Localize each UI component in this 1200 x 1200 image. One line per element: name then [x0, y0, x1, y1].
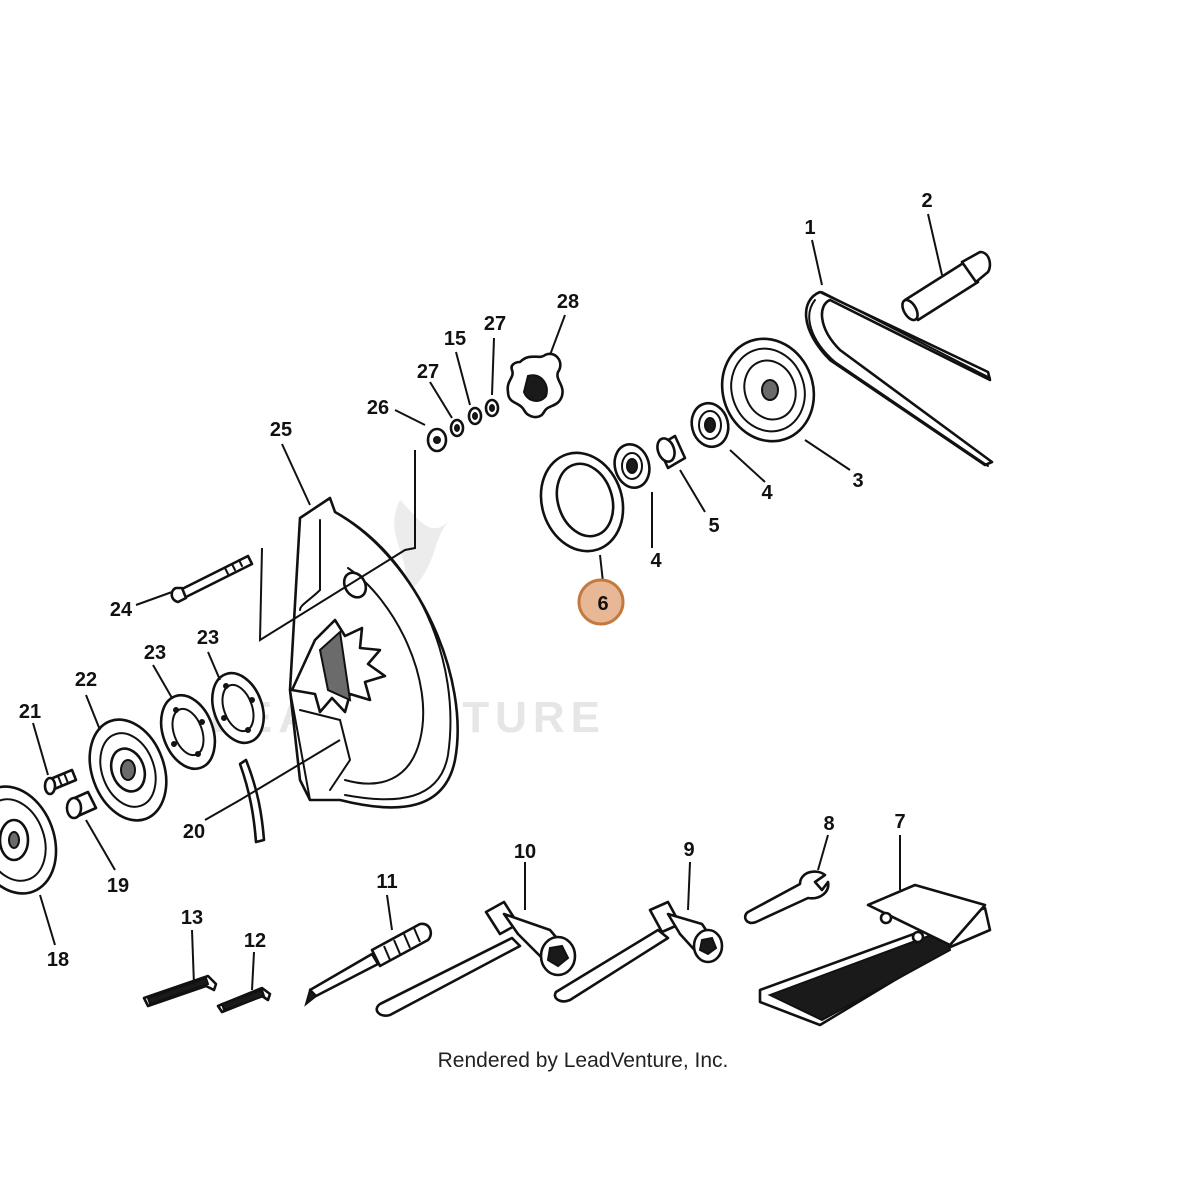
part-hex-key-13[interactable]: [142, 974, 218, 1008]
callout-labels: 1 2 3 4 4 5 6 7 8 9 10 11 12 13 15 18 19…: [19, 190, 933, 971]
callout-1[interactable]: 1: [804, 217, 815, 239]
part-screwdriver[interactable]: [304, 922, 433, 1007]
callout-26[interactable]: 26: [367, 397, 389, 419]
callout-8[interactable]: 8: [823, 813, 834, 835]
callout-5[interactable]: 5: [708, 515, 719, 537]
leader-lines: [32, 213, 943, 991]
part-gasket-left[interactable]: [152, 688, 225, 777]
callout-4-left[interactable]: 4: [650, 550, 662, 572]
callout-28[interactable]: 28: [557, 291, 579, 313]
callout-9[interactable]: 9: [683, 839, 694, 861]
part-pulley-large[interactable]: [708, 326, 828, 455]
callout-20[interactable]: 20: [183, 821, 205, 843]
part-curved-strip[interactable]: [238, 758, 266, 844]
part-belt[interactable]: [804, 290, 994, 467]
callout-18[interactable]: 18: [47, 949, 69, 971]
part-hex-key-12[interactable]: [216, 986, 272, 1014]
part-pulley-small[interactable]: [0, 775, 70, 906]
footer-credit: Rendered by LeadVenture, Inc.: [438, 1049, 729, 1072]
callout-6[interactable]: 6: [597, 593, 608, 615]
part-housing[interactable]: [288, 496, 459, 809]
highlight-circle: [577, 578, 625, 626]
part-small-spacer[interactable]: [65, 790, 98, 820]
part-blade[interactable]: [758, 883, 992, 1027]
callout-24[interactable]: 24: [110, 599, 133, 621]
callout-25[interactable]: 25: [270, 419, 292, 441]
callout-21[interactable]: 21: [19, 701, 41, 723]
part-socket-wrench[interactable]: [553, 900, 724, 1003]
part-ring-washer[interactable]: [529, 442, 636, 562]
part-washer-26[interactable]: [426, 427, 448, 453]
callout-23-right[interactable]: 23: [197, 627, 219, 649]
callout-15[interactable]: 15: [444, 328, 466, 350]
callout-22[interactable]: 22: [75, 669, 97, 691]
part-spacer[interactable]: [654, 434, 687, 470]
part-long-bolt[interactable]: [170, 554, 254, 604]
part-bearing-right[interactable]: [687, 399, 733, 451]
part-flange-hub[interactable]: [76, 709, 179, 831]
callout-4-right[interactable]: 4: [761, 482, 773, 504]
part-gasket-right[interactable]: [203, 666, 273, 750]
callout-13[interactable]: 13: [181, 907, 203, 929]
callout-10[interactable]: 10: [514, 841, 536, 863]
callout-2[interactable]: 2: [921, 190, 932, 212]
part-washer-15[interactable]: [467, 406, 483, 426]
part-washer-27-left[interactable]: [449, 418, 465, 438]
callout-19[interactable]: 19: [107, 875, 129, 897]
callout-3[interactable]: 3: [852, 470, 863, 492]
callout-11[interactable]: 11: [376, 871, 397, 893]
callout-27-right[interactable]: 27: [484, 313, 506, 335]
part-shaft[interactable]: [899, 250, 992, 323]
part-washer-27-right[interactable]: [484, 398, 500, 418]
callout-27-left[interactable]: 27: [417, 361, 439, 383]
part-bearing-left[interactable]: [610, 440, 654, 491]
part-knob[interactable]: [506, 352, 564, 419]
callout-12[interactable]: 12: [244, 930, 266, 952]
callout-23-left[interactable]: 23: [144, 642, 166, 664]
part-t-wrench[interactable]: [375, 900, 577, 1017]
callout-7[interactable]: 7: [894, 811, 905, 833]
part-hex-bolt[interactable]: [43, 768, 78, 796]
part-wrench[interactable]: [743, 870, 830, 925]
